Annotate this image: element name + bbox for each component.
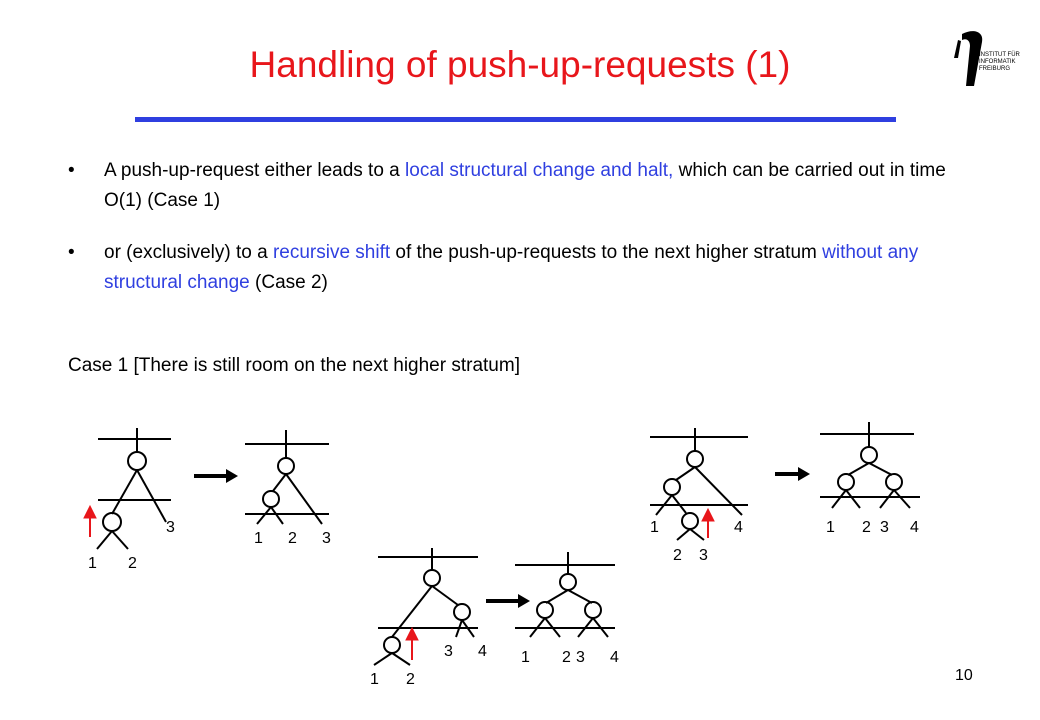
highlight-text: local structural change and halt, [405,160,674,181]
d4-label: 1 [521,649,530,666]
case-heading: Case 1 [There is still room on the next … [68,355,520,376]
title-underline [135,117,896,122]
tree-diagram-2: 1 2 3 [245,430,331,547]
institute-logo [954,31,983,86]
d6-label: 4 [910,519,919,536]
d3-label: 2 [406,671,415,688]
d1-label: 1 [88,555,97,572]
highlight-text: without any structural change [104,242,919,293]
d5-label: 2 [673,547,682,564]
tree-diagram-6: 1 2 3 4 [820,422,920,536]
bullet-marker: • [68,242,75,263]
d1-label: 2 [128,555,137,572]
slide-title: Handling of push-up-requests (1) [249,44,791,85]
tree-diagram-1: 3 1 2 [83,428,175,572]
d5-label: 4 [734,519,743,536]
d6-label: 1 [826,519,835,536]
d3-label: 4 [478,643,487,660]
highlight-text: recursive shift [272,242,391,263]
d6-label: 3 [880,519,889,536]
d2-label: 3 [322,530,331,547]
d3-label: 3 [444,643,453,660]
d4-label: 2 [562,649,571,666]
d3-label: 1 [370,671,379,688]
bullet-text: A push-up-request either leads to a loca… [104,160,946,211]
tree-diagram-3: 3 4 1 2 [370,548,487,688]
d4-label: 4 [610,649,619,666]
d6-label: 2 [862,519,871,536]
d5-label: 3 [699,547,708,564]
bullet-marker: • [68,160,75,181]
page-number: 10 [955,667,973,684]
d2-label: 2 [288,530,297,547]
bullet-text: or (exclusively) to a recursive shift of… [104,242,919,293]
tree-diagram-4: 1 2 3 4 [515,552,619,666]
tree-diagram-5: 1 4 2 3 [650,428,748,564]
d2-label: 1 [254,530,263,547]
logo-text: INSTITUT FÜR INFORMATIK FREIBURG [979,52,1020,72]
d4-label: 3 [576,649,585,666]
d5-label: 1 [650,519,659,536]
d1-label: 3 [166,519,175,536]
